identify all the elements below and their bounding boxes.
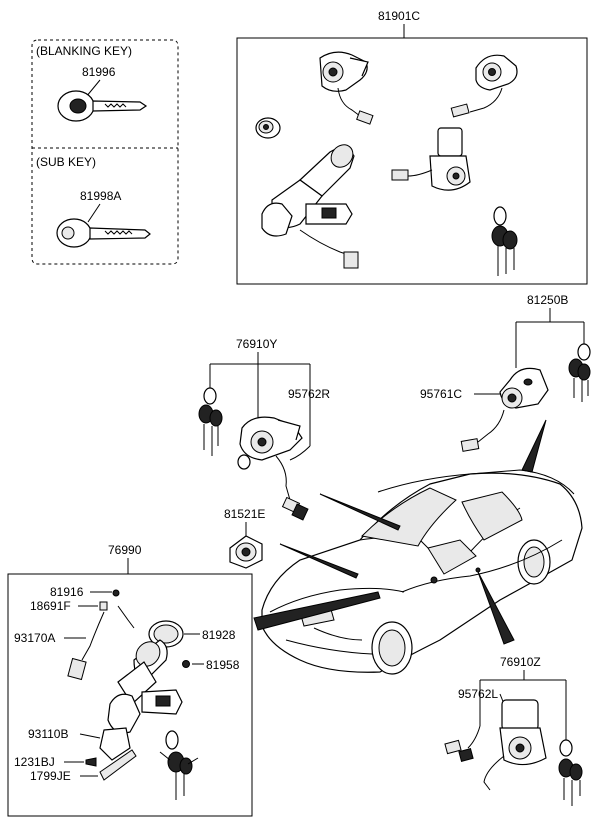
door-lh-key-pair: [198, 387, 223, 456]
ignition-key-pair: [159, 730, 199, 800]
trunk-lock-cylinder: [391, 127, 471, 191]
master-key-pair: [491, 206, 518, 276]
blanking-key-part-no: 81996: [82, 65, 116, 79]
door-lock-cylinder-left: [319, 51, 374, 125]
part-81916-label: 81916: [50, 585, 84, 599]
part-1799JE-label: 1799JE: [30, 769, 71, 783]
screw-icon-2: [85, 757, 97, 767]
sub-key-part-no: 81998A: [80, 189, 121, 203]
screw-icon: [112, 589, 120, 597]
door-rh-wire-part-no: 95762L: [458, 687, 498, 701]
trunk-set-part-no: 81250B: [527, 293, 568, 307]
part-18691F-label: 18691F: [30, 599, 71, 613]
bolt-icon: [182, 660, 190, 668]
door-rh-pointer: [477, 571, 515, 645]
part-81958-label: 81958: [206, 658, 240, 672]
door-lh-set-part-no: 76910Y: [236, 337, 277, 351]
part-93170A-label: 93170A: [14, 631, 55, 645]
door-rh-set-part-no: 76910Z: [500, 655, 541, 669]
illumination-wire: [67, 611, 105, 681]
hood-lock-cylinder-exploded: [229, 535, 263, 569]
door-rh-lock-cylinder: [444, 699, 547, 791]
ignition-cylinder-body: [99, 605, 183, 761]
door-rh-key-pair: [558, 739, 583, 806]
door-lh-pointer: [319, 493, 401, 531]
part-81928-label: 81928: [202, 628, 236, 642]
trunk-key-pair: [568, 343, 591, 402]
door-lh-wire-part-no: 95762R: [288, 387, 330, 401]
blanking-key-icon: [57, 90, 148, 122]
sub-key-title: (SUB KEY): [36, 155, 96, 169]
car-illustration: [261, 469, 583, 675]
sub-key-icon: [56, 218, 151, 248]
key-blank-icon: [99, 749, 137, 781]
ignition-assy-part-no: 76990: [108, 543, 142, 557]
lock-set-part-no: 81901C: [378, 9, 420, 23]
hood-pointer: [279, 543, 359, 579]
trim-ring-icon: [148, 620, 184, 648]
lock-set-box: [236, 37, 588, 285]
part-93110B-label: 93110B: [28, 727, 68, 741]
hood-lock-cylinder: [255, 117, 281, 139]
blanking-key-title: (BLANKING KEY): [36, 44, 132, 58]
bulb-socket-icon: [99, 601, 108, 611]
hood-cylinder-part-no: 81521E: [224, 507, 265, 521]
trunk-lock-cylinder-exploded: [460, 367, 549, 452]
ignition-assy-box: [7, 573, 253, 817]
door-lock-cylinder-right: [450, 54, 518, 118]
key-box: [31, 39, 179, 265]
door-lh-lock-cylinder: [237, 416, 311, 521]
trunk-cylinder-part-no: 95761C: [420, 387, 462, 401]
ignition-pointer: [253, 591, 381, 631]
part-1231BJ-label: 1231BJ: [14, 755, 55, 769]
ignition-lock-assembly: [261, 144, 359, 269]
trunk-pointer: [521, 419, 547, 473]
